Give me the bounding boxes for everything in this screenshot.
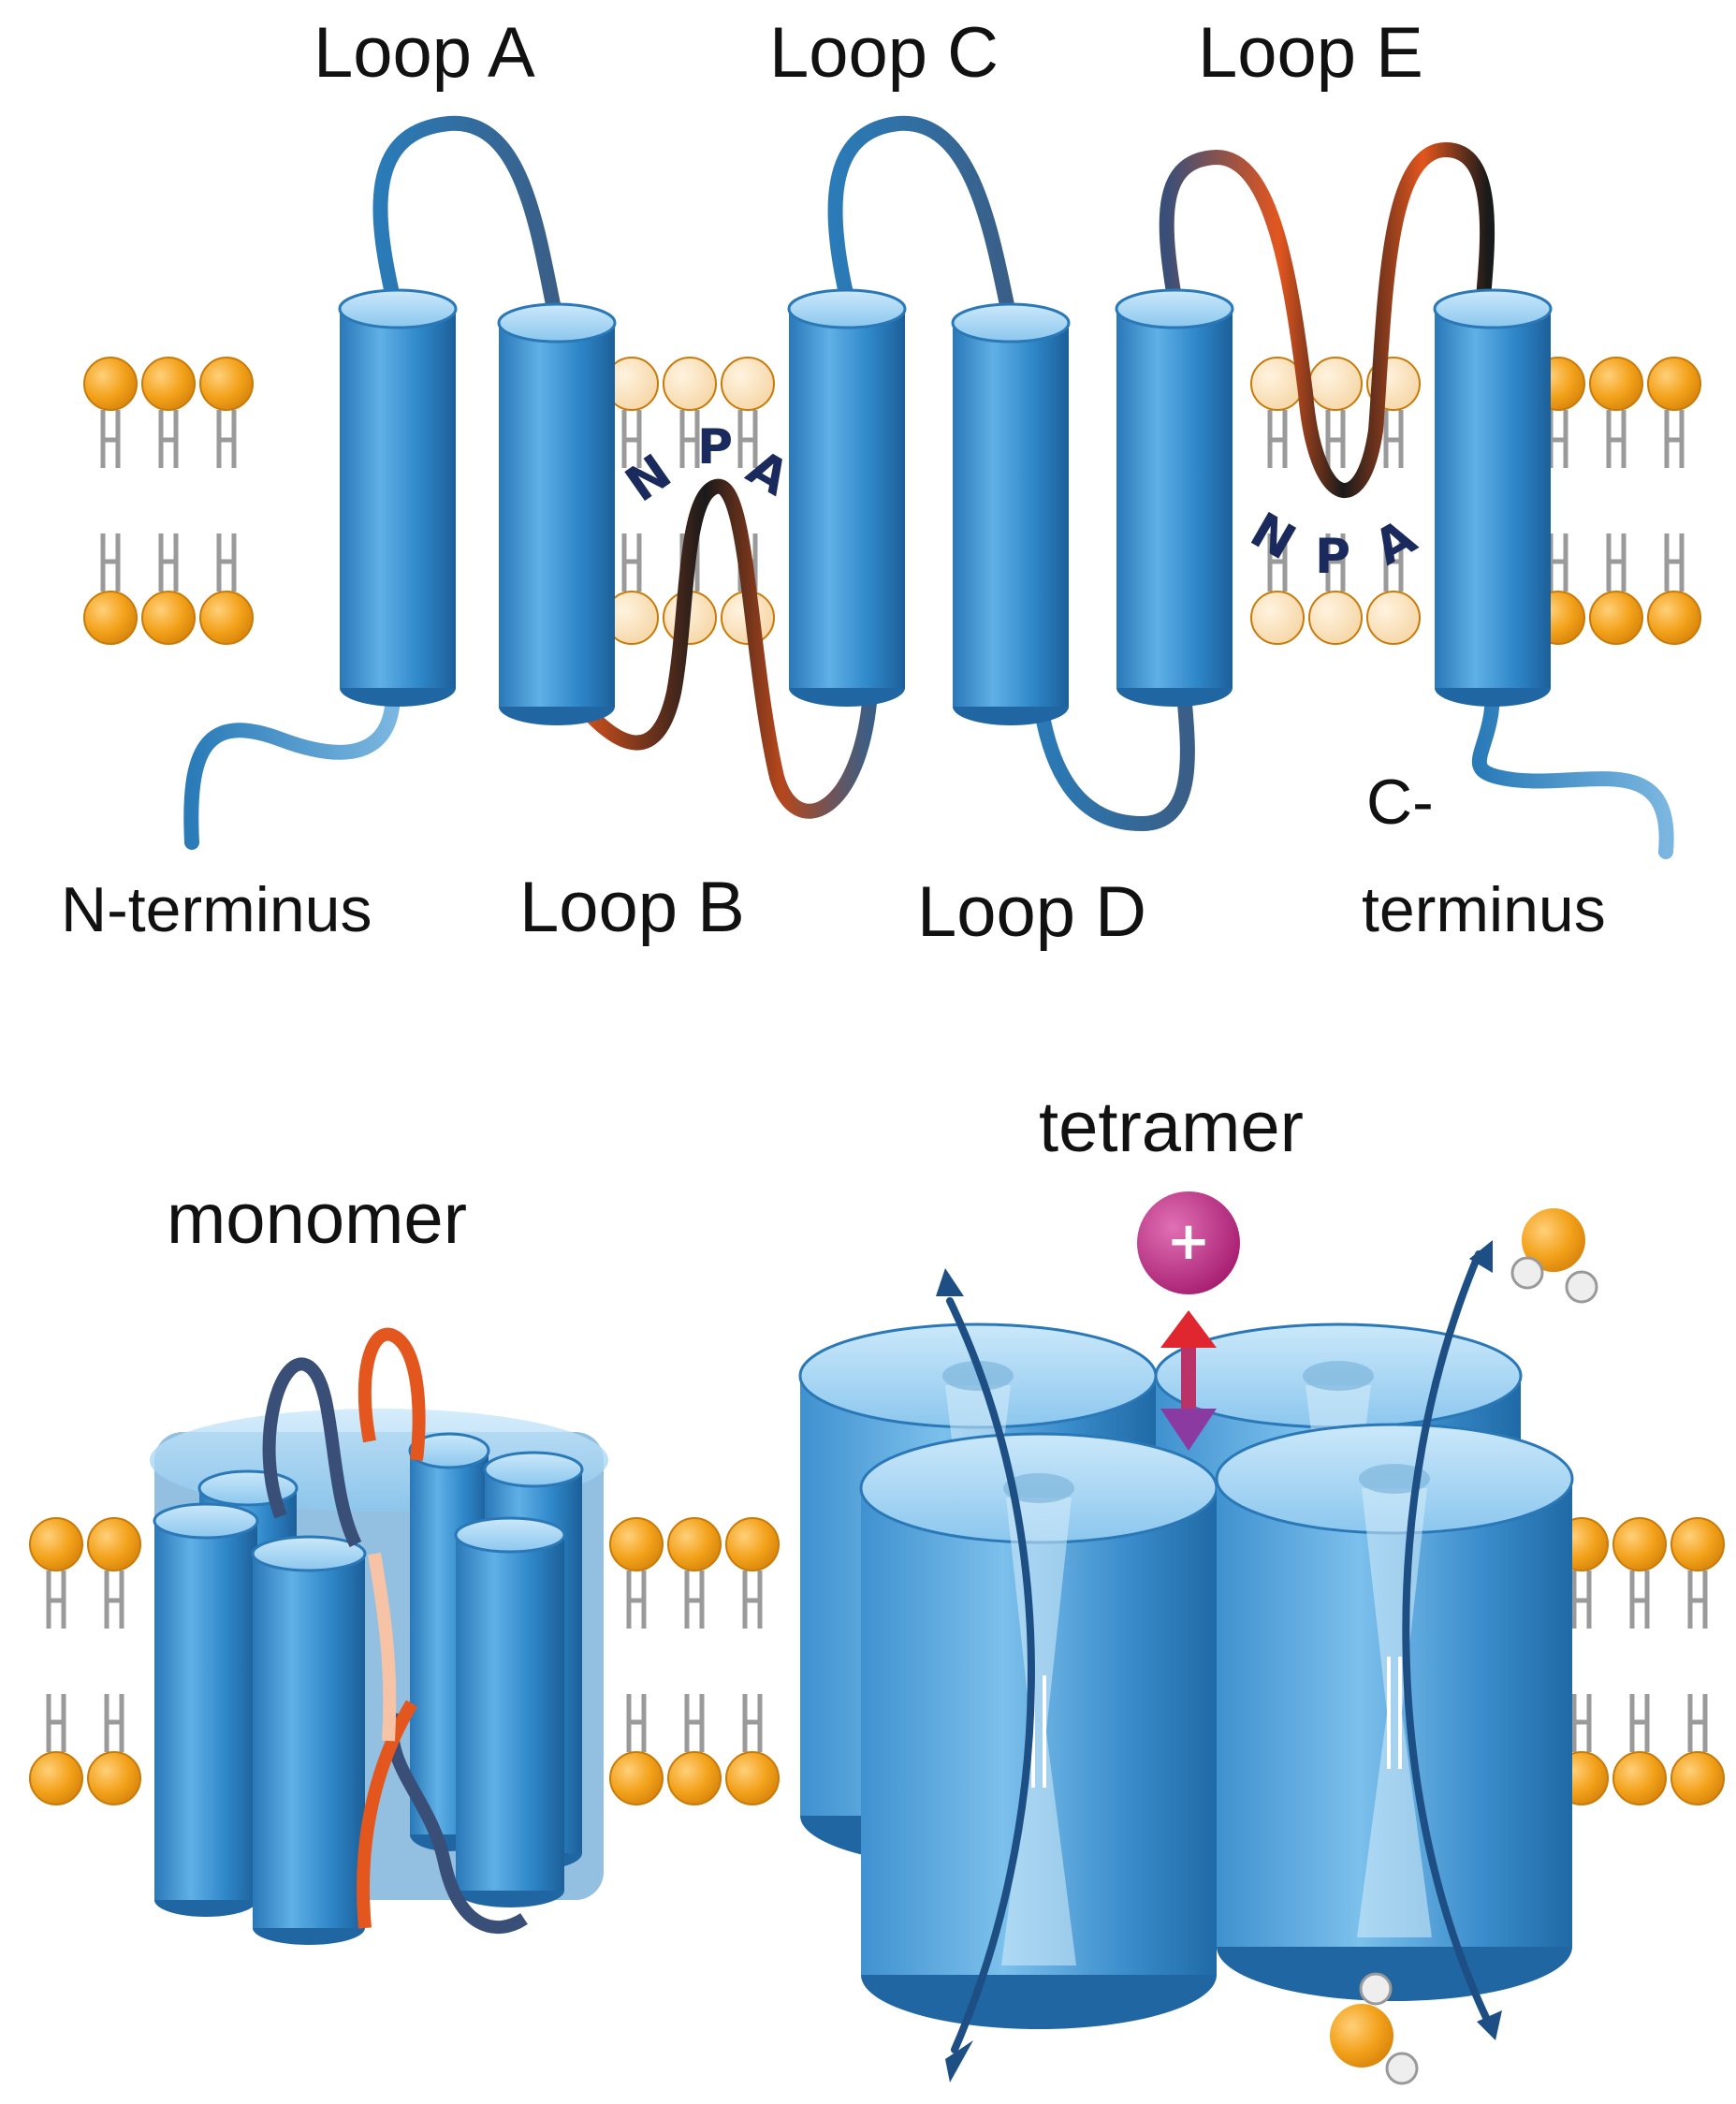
lipid-molecule	[141, 357, 196, 645]
transmembrane-helix	[1433, 288, 1553, 707]
arrowhead	[945, 2040, 973, 2082]
loops	[183, 115, 1674, 859]
transmembrane-helix	[497, 302, 617, 725]
monomer-loop-strand	[357, 1700, 418, 1929]
topology-panel: N P A N P A Loop A Loop C Loop E N-termi…	[61, 13, 1701, 952]
lipid-molecule	[1612, 1517, 1667, 1805]
monomer-loop-strand	[368, 1552, 397, 1742]
npa-letter: N	[1241, 503, 1305, 572]
lipid-molecule	[609, 1517, 664, 1805]
monomer-loop-strand	[262, 1357, 362, 1548]
assembly-panel: monomer tetramer +	[29, 1088, 1725, 2085]
lipid-molecule	[1589, 357, 1643, 645]
arrowhead	[1477, 2010, 1502, 2040]
lipid-molecule	[1250, 357, 1305, 645]
c-terminus-label-line2: terminus	[1362, 874, 1606, 945]
monomer-helix	[454, 1516, 566, 1907]
monomer-helix	[251, 1535, 367, 1945]
cation-ion: +	[1137, 1191, 1240, 1294]
transmembrane-helices	[338, 288, 1553, 725]
monomer-loop-strand	[385, 1711, 528, 1935]
tetramer-label: tetramer	[1039, 1088, 1304, 1167]
aquaporin-subunit	[859, 1432, 1218, 2029]
loop-a-label: Loop A	[314, 13, 535, 93]
lipid-molecule	[667, 1517, 722, 1805]
lipid-molecule	[87, 1517, 141, 1805]
arrowhead	[1469, 1240, 1493, 1273]
npa-letter: A	[1365, 509, 1426, 577]
arrowhead	[936, 1268, 964, 1296]
cation-symbol: +	[1167, 1211, 1211, 1272]
loop-a-strand	[372, 115, 564, 330]
ion-block-arrow	[1160, 1310, 1217, 1451]
lipid-molecule	[29, 1517, 83, 1805]
loop-c-label: Loop C	[769, 13, 999, 93]
lipid-molecule	[199, 357, 254, 645]
loop-e-label: Loop E	[1198, 13, 1423, 93]
aquaporin-subunit	[1215, 1423, 1574, 2001]
water-path-arrows	[936, 1240, 1502, 2082]
water-flow-arrow	[946, 1297, 1035, 2053]
transmembrane-helix	[787, 288, 907, 707]
npa-letter: P	[697, 419, 733, 475]
lipid-molecule	[1670, 1517, 1725, 1805]
lipid-molecule	[725, 1517, 780, 1805]
lipid-molecule	[1308, 357, 1363, 645]
transmembrane-helix	[338, 288, 458, 707]
n-terminus-strand	[183, 685, 401, 850]
water-molecule-icon	[1510, 1208, 1598, 1304]
loop-b-label: Loop B	[519, 868, 745, 947]
c-terminus-label-line1: C-	[1366, 767, 1434, 838]
n-terminus-label: N-terminus	[61, 874, 372, 945]
npa-letter: P	[1315, 529, 1350, 585]
c-terminus-strand	[1471, 685, 1674, 859]
loop-e-strand	[1159, 141, 1495, 498]
monomer-helices	[153, 1432, 584, 1945]
monomer-bundle	[150, 1327, 608, 1945]
loop-d-label: Loop D	[917, 872, 1146, 952]
monomer-label: monomer	[167, 1179, 467, 1259]
tetramer-assembly	[798, 1322, 1574, 2029]
loop-c-strand	[827, 115, 1018, 330]
transmembrane-helix	[1115, 288, 1234, 707]
water-molecule-icon	[1330, 1972, 1419, 2085]
water-flow-arrow	[1402, 1250, 1492, 2025]
lipid-molecule	[1647, 357, 1701, 645]
lipid-molecule	[83, 357, 138, 645]
transmembrane-helix	[951, 302, 1071, 725]
monomer-helix	[153, 1502, 259, 1917]
loop-b-strand	[563, 478, 878, 819]
loop-d-strand	[1031, 685, 1195, 832]
monomer-loop-strand	[357, 1327, 426, 1461]
